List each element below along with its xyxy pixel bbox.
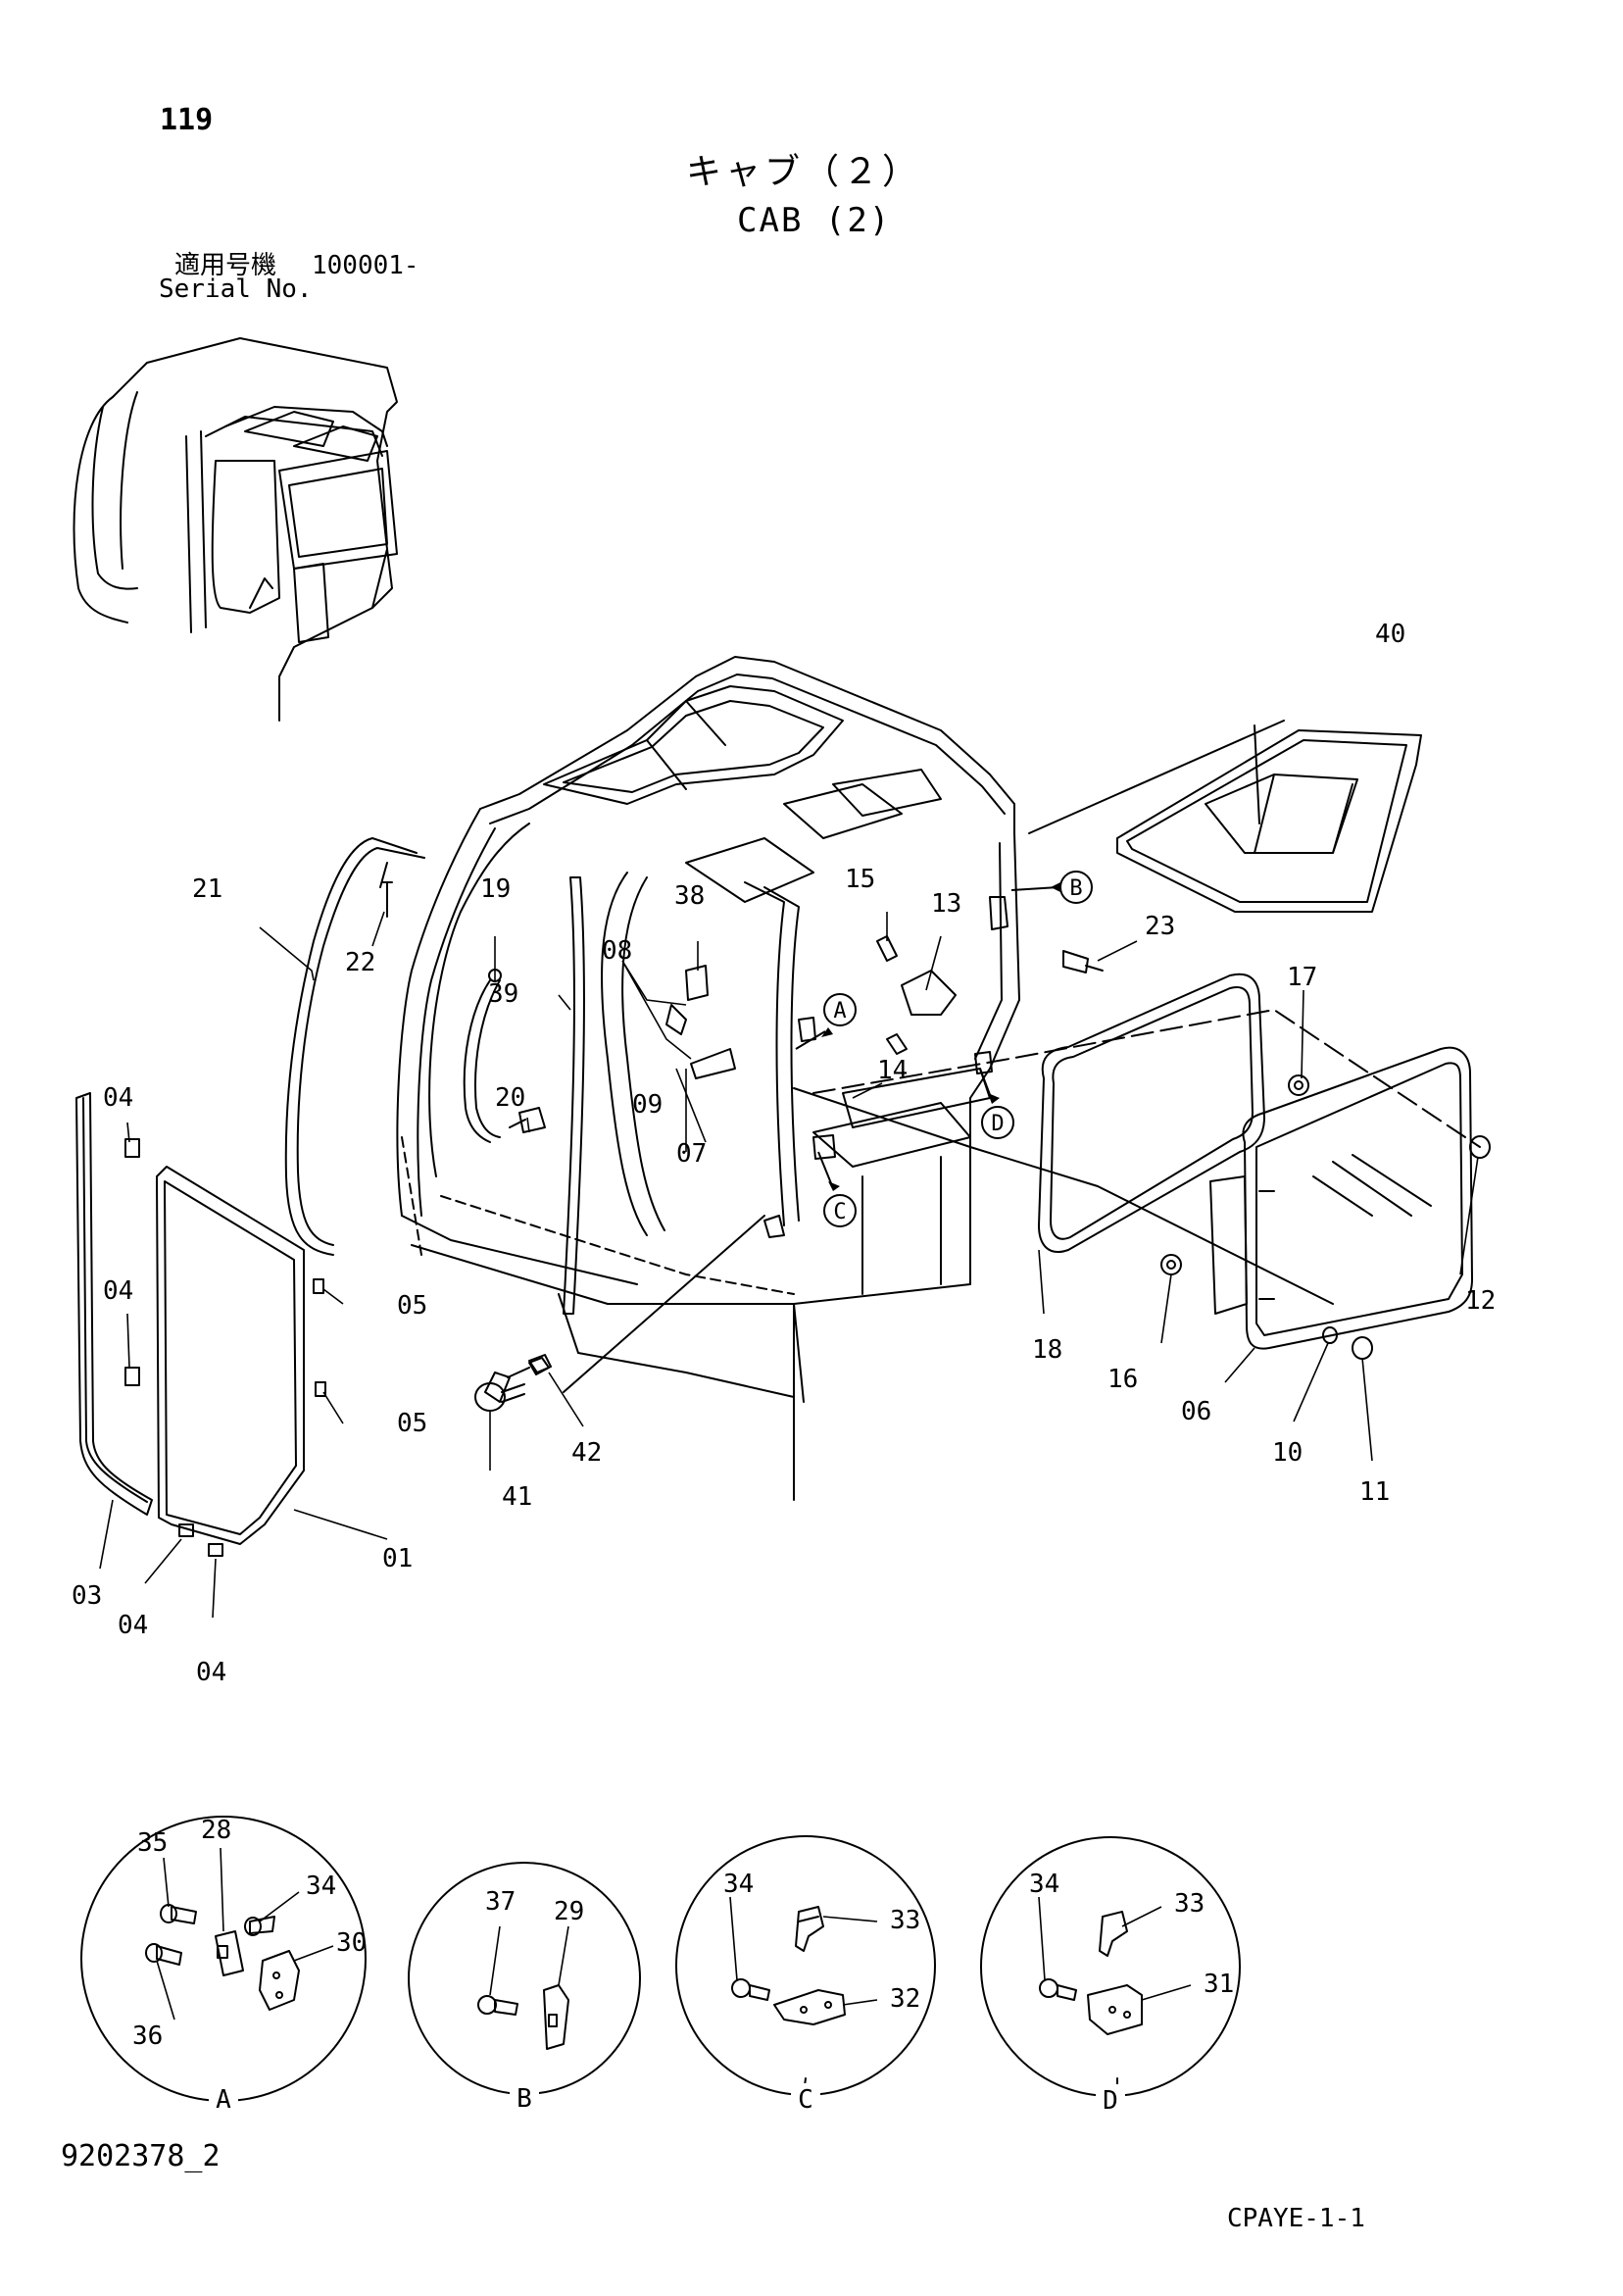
main-callouts: 40 21 22 19 38 15 13 23 08 39 17 04 20 0… xyxy=(72,620,1496,1687)
callout-04-d: 04 xyxy=(196,1658,226,1687)
side-window-glass xyxy=(1209,1046,1473,1350)
callout-18: 18 xyxy=(1032,1335,1062,1365)
detail-view-label-b: B xyxy=(516,2084,532,2114)
detail-a-callout-28: 28 xyxy=(201,1816,231,1845)
door-clips xyxy=(124,1138,326,1557)
detail-view-label-a: A xyxy=(216,2085,231,2115)
callout-08: 08 xyxy=(602,936,632,966)
callout-03: 03 xyxy=(72,1581,102,1611)
callout-40: 40 xyxy=(1375,620,1405,649)
handrail xyxy=(284,837,425,1256)
door-latch-parts xyxy=(665,896,1008,1238)
callout-22: 22 xyxy=(345,948,375,977)
detail-c-callout-32: 32 xyxy=(890,1984,920,2014)
callout-19: 19 xyxy=(480,874,511,904)
detail-circles xyxy=(80,1816,1241,2102)
callout-09: 09 xyxy=(632,1090,663,1120)
bolt-and-nut xyxy=(474,1354,552,1412)
callout-17: 17 xyxy=(1287,963,1317,992)
callout-42: 42 xyxy=(571,1438,602,1468)
callout-13: 13 xyxy=(931,889,961,919)
callout-15: 15 xyxy=(845,865,875,894)
detail-view-label-c: C xyxy=(798,2085,813,2115)
leader-lines xyxy=(563,720,1481,1393)
detail-b-callout-37: 37 xyxy=(485,1887,516,1917)
callout-41: 41 xyxy=(502,1482,532,1512)
detail-a-callout-34: 34 xyxy=(306,1872,336,1901)
detail-markers xyxy=(795,871,1093,1227)
detail-marker-a: A xyxy=(833,999,846,1023)
callout-21: 21 xyxy=(192,874,222,904)
detail-marker-b: B xyxy=(1069,876,1082,901)
detail-c-callout-33: 33 xyxy=(890,1906,920,1935)
detail-a-callout-35: 35 xyxy=(137,1828,168,1858)
callout-05-b: 05 xyxy=(397,1409,427,1438)
callout-06: 06 xyxy=(1181,1397,1211,1426)
detail-d-callout-34: 34 xyxy=(1029,1870,1059,1899)
callout-04-c: 04 xyxy=(118,1611,148,1640)
detail-d-callout-31: 31 xyxy=(1204,1970,1234,1999)
detail-a-callout-30: 30 xyxy=(336,1928,367,1958)
page-title-japanese: キャブ（２） xyxy=(686,152,922,192)
callout-38: 38 xyxy=(674,881,705,911)
page-number: 119 xyxy=(160,103,214,137)
callout-leaders xyxy=(99,911,1479,2021)
callout-07: 07 xyxy=(676,1139,707,1169)
callout-10: 10 xyxy=(1272,1438,1303,1468)
callout-04-b: 04 xyxy=(103,1276,133,1306)
callout-04-a: 04 xyxy=(103,1083,133,1113)
detail-d-callout-33: 33 xyxy=(1174,1889,1205,1919)
callout-11: 11 xyxy=(1359,1477,1390,1507)
page-title-english: CAB (2) xyxy=(737,201,892,240)
serial-label-english: Serial No. xyxy=(159,275,313,304)
door-seal-strip xyxy=(563,876,585,1315)
detail-marker-labels: B A C D xyxy=(833,876,1082,1224)
roof-mat xyxy=(1116,729,1422,913)
callout-20: 20 xyxy=(495,1083,525,1113)
callout-23: 23 xyxy=(1145,912,1175,941)
serial-label-japanese: 適用号機 xyxy=(174,251,277,280)
detail-d-parts xyxy=(1039,1911,1143,2097)
door-seal xyxy=(75,1092,153,1516)
callout-14: 14 xyxy=(877,1056,908,1085)
detail-c-callout-34: 34 xyxy=(723,1870,754,1899)
page-code: CPAYE-1-1 xyxy=(1227,2204,1365,2233)
detail-a-callout-36: 36 xyxy=(132,2021,163,2051)
door-glass-panel xyxy=(156,1166,305,1545)
detail-callouts: 35 28 34 30 36 37 29 34 33 32 34 33 31 xyxy=(132,1816,1234,2051)
detail-a-parts xyxy=(145,1904,300,2109)
detail-c-parts xyxy=(731,1906,846,2094)
callout-05-a: 05 xyxy=(397,1291,427,1321)
callout-39: 39 xyxy=(488,979,518,1009)
washers-and-caps xyxy=(1160,1074,1491,1360)
detail-b-callout-29: 29 xyxy=(554,1897,584,1926)
detail-view-labels: A B C D xyxy=(209,2082,1125,2116)
detail-marker-c: C xyxy=(833,1200,846,1224)
overview-cab-illustration xyxy=(73,337,398,722)
document-code: 9202378_2 xyxy=(61,2139,221,2173)
main-cab-frame xyxy=(396,656,1020,1501)
serial-number-value: 100001- xyxy=(312,251,419,280)
detail-b-parts xyxy=(477,1984,569,2099)
detail-marker-d: D xyxy=(991,1112,1004,1136)
detail-view-label-d: D xyxy=(1103,2086,1118,2116)
callout-16: 16 xyxy=(1107,1365,1138,1394)
callout-01: 01 xyxy=(382,1544,413,1573)
side-window-seal xyxy=(1038,973,1265,1253)
callout-12: 12 xyxy=(1465,1286,1496,1316)
